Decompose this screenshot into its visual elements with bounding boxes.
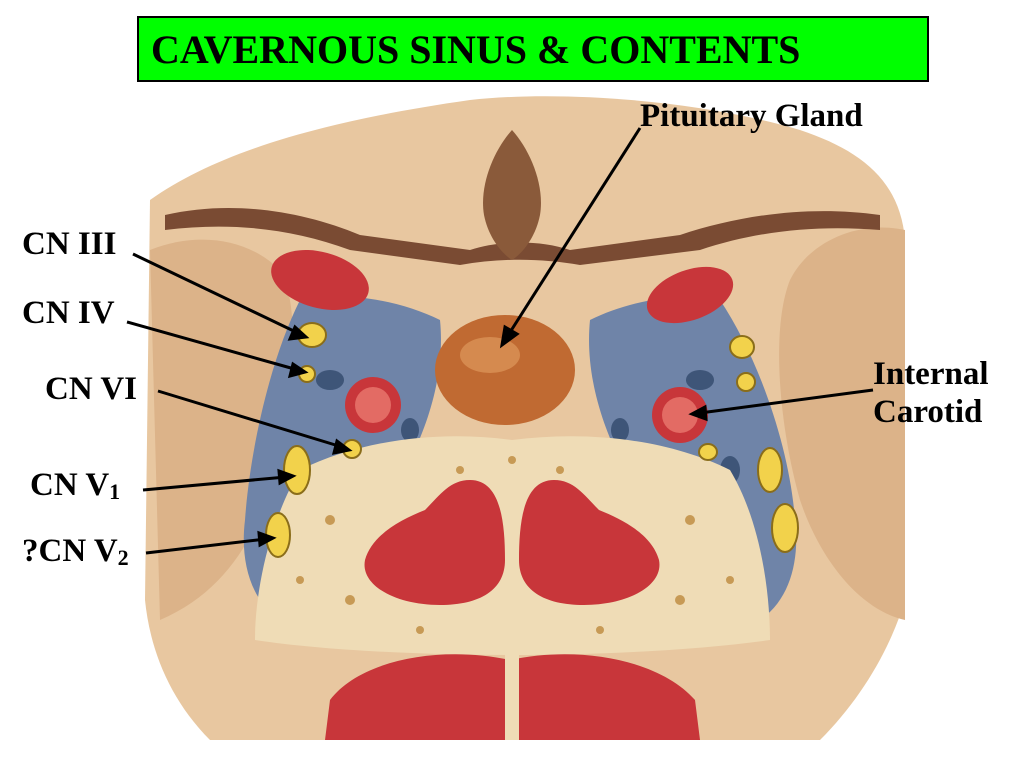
label-internal-carotid: Internal Carotid (873, 355, 989, 431)
cn-v2-nerve (265, 512, 291, 558)
right-sphenoid-sinus (519, 480, 660, 605)
label-pituitary-gland: Pituitary Gland (640, 98, 863, 134)
label-cn4: CN IV (22, 295, 115, 331)
nasal-septum (505, 650, 519, 740)
label-cn-v1: CN V1 (30, 467, 120, 506)
cn-v1-nerve (283, 445, 311, 495)
pointer-cn-v2-head (257, 530, 277, 548)
label-cn6: CN VI (45, 371, 137, 407)
pointer-cn-v1-head (277, 468, 297, 486)
pointer-pituitary-head (499, 324, 520, 349)
pituitary-stalk (483, 130, 541, 260)
pointer-carotid (699, 388, 874, 415)
label-cn-v2: ?CN V2 (22, 533, 129, 572)
pointer-cn-v1 (142, 475, 287, 492)
label-cn-v1-main: CN V (30, 467, 110, 503)
pointer-cn4 (126, 320, 299, 372)
left-internal-carotid-lumen (355, 387, 391, 423)
label-carotid: Carotid (873, 394, 983, 430)
pointer-pituitary (505, 127, 642, 338)
pointer-cn6-head (331, 438, 353, 455)
label-cn-v2-main: ?CN V (22, 533, 118, 569)
pointer-cn6 (157, 389, 343, 449)
pointer-cn3 (132, 252, 301, 336)
right-supraclinoid-carotid (646, 266, 734, 324)
right-brain-lobe (779, 227, 905, 620)
dura-mater (165, 207, 880, 265)
slide-title: CAVERNOUS SINUS & CONTENTS (151, 27, 801, 72)
left-supraclinoid-carotid (271, 250, 369, 310)
pointer-cn3-head (287, 324, 310, 341)
right-internal-carotid-lumen (662, 397, 698, 433)
pointer-cn4-head (287, 361, 309, 379)
sphenoid-bone (255, 436, 770, 655)
right-nerves (698, 335, 799, 553)
label-cn-v2-sub: 2 (117, 545, 129, 570)
left-brain-lobe (150, 239, 294, 620)
bone-pores (296, 456, 734, 634)
title-box: CAVERNOUS SINUS & CONTENTS (137, 16, 929, 82)
left-sphenoid-sinus (364, 480, 505, 605)
pointer-cn-v2 (145, 537, 267, 555)
label-cn3: CN III (22, 226, 117, 262)
left-nerves (265, 322, 362, 558)
label-internal: Internal (873, 356, 989, 392)
pointer-lines (126, 127, 874, 555)
pointer-carotid-head (688, 404, 708, 422)
label-cn-v1-sub: 1 (109, 479, 121, 504)
pituitary-highlight (460, 337, 520, 373)
